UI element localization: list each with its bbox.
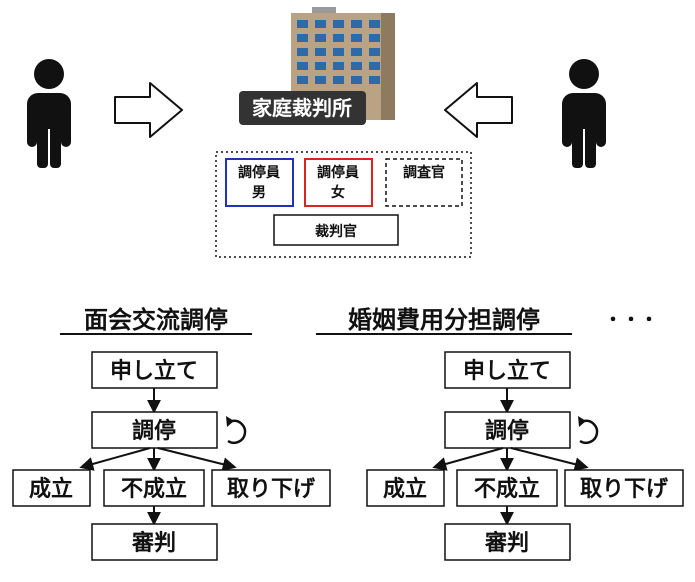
building-windows [297, 20, 380, 84]
building-window [351, 48, 362, 56]
building-window [333, 76, 344, 84]
flow-right-arrow-to-withdrawn [510, 447, 589, 472]
flow-left: 面会交流調停 申し立て 調停 成立 不成立 取り下げ 審判 [12, 306, 331, 561]
flow-left-withdrawn-box [211, 469, 331, 507]
building-window [351, 62, 362, 70]
building-window [315, 48, 326, 56]
mediator-female-line1: 調停員 [317, 164, 359, 181]
person-left-icon [27, 59, 71, 168]
flow-right-settled-box [366, 469, 445, 507]
building-window [369, 20, 380, 28]
building-window [369, 62, 380, 70]
flow-left-settled-box [12, 469, 91, 507]
flow-right-title: 婚姻費用分担調停 [348, 306, 540, 334]
building-window [369, 34, 380, 42]
mediator-male-box [225, 158, 294, 207]
more-ellipsis: ・・・ [604, 310, 658, 331]
flow-right-not-settled-box [456, 469, 558, 507]
building-window [333, 20, 344, 28]
building-window [369, 48, 380, 56]
flow-left-filing-box [91, 351, 218, 389]
flow-left-mediation-box [91, 411, 218, 449]
flow-left-withdrawn-label: 取り下げ [227, 477, 316, 502]
investigator-label: 調査官 [403, 164, 445, 181]
person-right-icon [562, 59, 606, 168]
flow-left-filing-label: 申し立て [110, 358, 198, 384]
flow-right-settled-label: 成立 [383, 476, 427, 502]
building-window [315, 76, 326, 84]
arrow-left-icon [444, 82, 513, 138]
building-window [297, 48, 308, 56]
building-window [351, 34, 362, 42]
flow-left-arrow-to-withdrawn [157, 447, 237, 472]
building-window [351, 20, 362, 28]
judge-box [273, 214, 399, 246]
building-window [315, 62, 326, 70]
court-sign-label: 家庭裁判所 [252, 96, 352, 120]
building-side [381, 13, 395, 120]
judge-label: 裁判官 [315, 223, 357, 240]
flow-left-mediation-label: 調停 [132, 418, 176, 444]
flow-left-loop-icon [226, 416, 247, 445]
building-window [297, 62, 308, 70]
flow-right-mediation-box [444, 411, 571, 449]
flow-left-adjudication-label: 審判 [131, 530, 176, 556]
flow-right-withdrawn-box [564, 469, 684, 507]
mediator-male-line2: 男 [252, 185, 266, 201]
court-sign [239, 91, 366, 125]
flow-right-mediation-label: 調停 [485, 418, 529, 444]
building-window [315, 20, 326, 28]
flow-right-filing-box [444, 351, 571, 389]
building-window [297, 76, 308, 84]
flow-left-arrow-to-settled [79, 447, 151, 471]
flow-right-adjudication-box [444, 523, 571, 561]
arrow-right-icon [114, 82, 183, 138]
flow-right-loop-icon [578, 416, 599, 445]
flow-right-filing-label: 申し立て [463, 358, 551, 384]
building-window [351, 76, 362, 84]
building-window [297, 20, 308, 28]
flow-right-not-settled-label: 不成立 [474, 476, 540, 502]
mediator-female-box [304, 158, 373, 207]
mediator-female-line2: 女 [331, 184, 345, 201]
flow-right: 婚姻費用分担調停 ・・・ 申し立て 調停 成立 不成立 取り下げ 審判 [316, 306, 684, 561]
flow-left-adjudication-box [91, 523, 218, 561]
building-window [369, 76, 380, 84]
flow-right-adjudication-label: 審判 [484, 530, 529, 556]
flow-left-not-settled-box [103, 469, 205, 507]
mediator-male-line1: 調停員 [238, 164, 280, 181]
flow-left-settled-label: 成立 [29, 476, 73, 502]
building-window [333, 34, 344, 42]
building-window [297, 34, 308, 42]
building-window [333, 48, 344, 56]
flow-left-title: 面会交流調停 [84, 306, 228, 334]
flow-right-arrow-to-settled [432, 447, 504, 471]
investigator-box [385, 158, 463, 207]
building-window [315, 34, 326, 42]
flow-right-withdrawn-label: 取り下げ [580, 477, 669, 502]
flow-left-not-settled-label: 不成立 [121, 476, 187, 502]
building-window [333, 62, 344, 70]
